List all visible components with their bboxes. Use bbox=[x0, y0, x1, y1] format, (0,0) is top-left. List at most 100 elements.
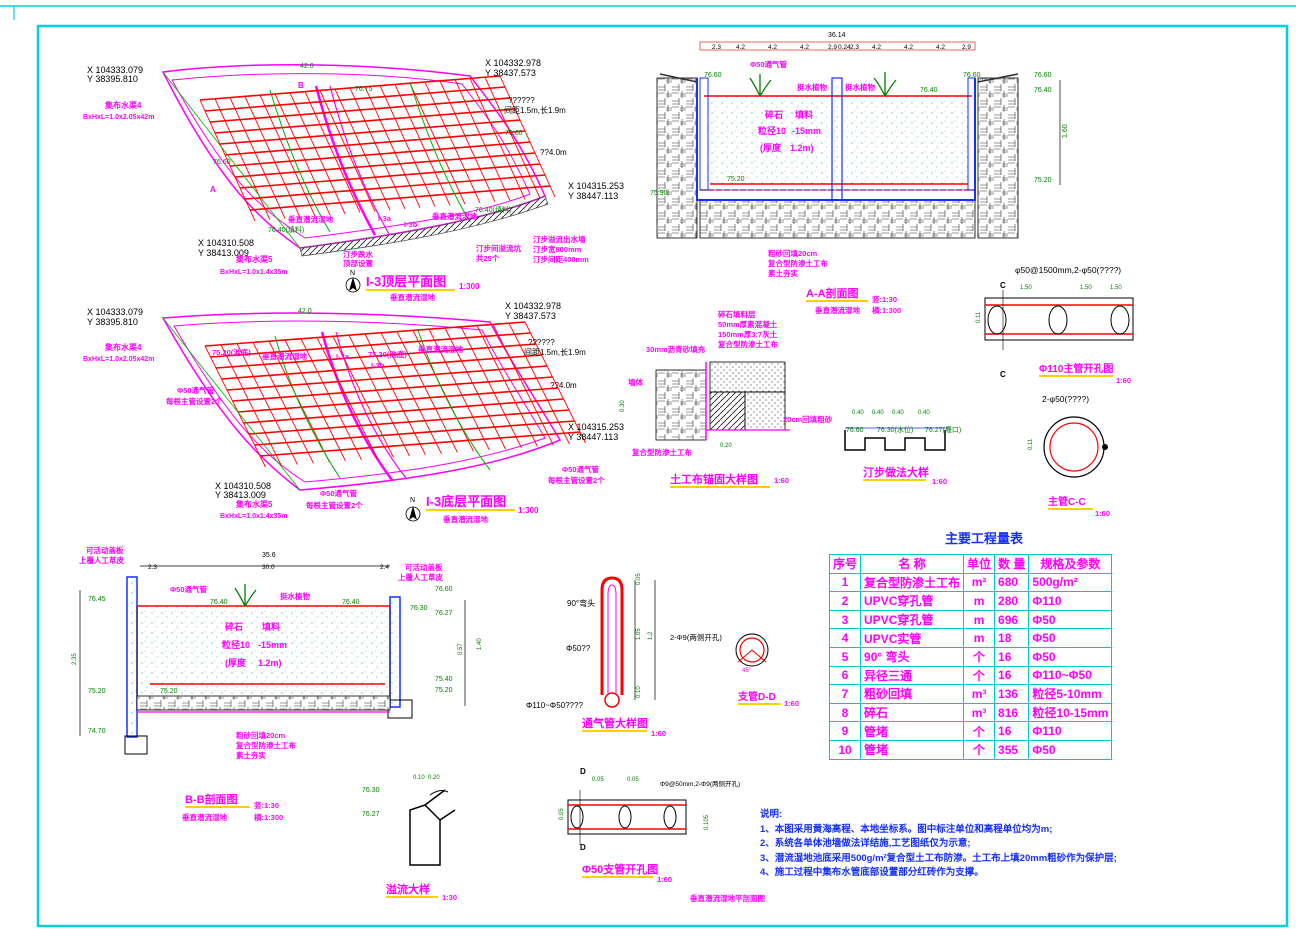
bb-lvl-e: 76.27 bbox=[435, 610, 453, 617]
step-lvl-c: 76.27(堰口) bbox=[925, 425, 961, 434]
vent-d1: 0.05 bbox=[636, 573, 642, 585]
pb-coord-tl-y: Y 38395.810 bbox=[87, 317, 138, 327]
dd-scale: 1:60 bbox=[784, 699, 799, 708]
aa-lvl-g: 75.20 bbox=[1034, 177, 1052, 184]
pb-north-arrow-icon bbox=[409, 506, 417, 520]
mp-dim: 1.50 bbox=[1110, 285, 1122, 291]
table-cell: 8 bbox=[828, 702, 862, 723]
bb-cover-r-b: 上覆人工草皮 bbox=[398, 572, 443, 582]
branch-pipe bbox=[332, 336, 394, 458]
cc-dim: 0.11 bbox=[1028, 438, 1034, 450]
branch-pipe bbox=[396, 331, 458, 453]
branch-pipe bbox=[349, 87, 406, 210]
pb-title: I-3底层平面图 bbox=[426, 494, 506, 509]
pt-scale: 1:300 bbox=[459, 282, 480, 291]
pt-cell-a: I-3a bbox=[378, 214, 392, 223]
dd-note: 2-Φ9(两侧开孔) bbox=[670, 632, 722, 642]
branch-pipe bbox=[204, 345, 266, 468]
pb-vent-c2: 每根主管设置2个 bbox=[548, 475, 605, 485]
pb-vent-b2: 每根主管设置2个 bbox=[306, 500, 363, 510]
table-header-cell: 单位 bbox=[963, 554, 996, 574]
cc-note: 2-φ50(????) bbox=[1042, 394, 1089, 404]
pt-spacing-c: ??4.0m bbox=[540, 148, 567, 157]
aa-dim: 4.2 bbox=[800, 44, 809, 51]
notes-heading: 说明: bbox=[760, 809, 783, 820]
vent-scale: 1:60 bbox=[651, 729, 666, 738]
bb-fill-d: -15mm bbox=[258, 640, 287, 650]
table-cell: 16 bbox=[994, 665, 1030, 686]
aa-fill-c: 粒径10 bbox=[758, 125, 786, 136]
branch-pipe bbox=[289, 92, 346, 214]
step-dim: 0.40 bbox=[918, 410, 930, 416]
pt-outflow-c: 汀步间距400mm bbox=[533, 254, 589, 264]
aa-scale-h: 横:1:300 bbox=[872, 305, 901, 315]
pt-wetland-b: 垂直潜流湿地 bbox=[432, 211, 477, 221]
ovf-d1: 0.10 bbox=[413, 775, 425, 781]
bb-fill-f: 1.2m) bbox=[258, 658, 282, 668]
branch-pipe bbox=[304, 91, 361, 213]
branch-pipe bbox=[524, 321, 586, 444]
vent-d3: 1.2 bbox=[648, 631, 654, 640]
table-header-cell: 数 量 bbox=[994, 554, 1030, 574]
branch-pipe bbox=[409, 83, 466, 205]
pt-coord-tl-x: X 104333.079 bbox=[87, 65, 143, 75]
bp-d-top: D bbox=[580, 767, 586, 776]
pt-stepping-b: 顶部设置 bbox=[343, 258, 373, 268]
table-cell: 个 bbox=[963, 665, 996, 686]
geo-sand: 20cm回填粗砂 bbox=[783, 414, 833, 424]
step-dim: 0.40 bbox=[892, 410, 904, 416]
branch-pipe bbox=[199, 99, 256, 222]
pt-ditch5: 集布水渠5 bbox=[235, 254, 273, 264]
branch-pipe bbox=[268, 340, 330, 463]
bp-title: Φ50支管开孔图 bbox=[582, 862, 658, 876]
bp-d2: 0.05 bbox=[627, 777, 639, 783]
pb-wetland-b: 垂直潜流湿地 bbox=[418, 344, 463, 354]
pt-coord-bl-y: Y 38413.009 bbox=[198, 248, 249, 258]
bb-dim: 2.3 bbox=[148, 564, 157, 571]
aa-dim: 2.9 bbox=[828, 44, 837, 51]
bb-title: B-B剖面图 bbox=[185, 792, 238, 806]
branch-pipe bbox=[484, 77, 541, 199]
vent-pipe-detail bbox=[600, 576, 656, 708]
pb-level-a: 75.20(池底) bbox=[212, 347, 251, 357]
pb-north: N bbox=[410, 497, 415, 504]
bp-d1: 0.05 bbox=[592, 777, 604, 783]
bp-h2: 0.105 bbox=[704, 814, 710, 830]
mp-note: φ50@1500mm,2-φ50(????) bbox=[1015, 265, 1121, 275]
pb-coord-br-x: X 104315.253 bbox=[568, 422, 624, 432]
pt-ditch4-size: BxHxL=1.0x2.05x42m bbox=[83, 114, 154, 121]
table-cell: 个 bbox=[963, 721, 996, 741]
aa-subtitle: 垂直潜流湿地 bbox=[815, 305, 860, 315]
branch-pipe bbox=[348, 334, 410, 457]
bb-lvl-i: 74.70 bbox=[88, 728, 106, 735]
pt-wetland-a: 垂直潜流湿地 bbox=[288, 214, 333, 224]
table-cell: UPVC穿孔管 bbox=[860, 591, 965, 611]
table-cell: 2 bbox=[828, 591, 862, 611]
bb-layer-b: 复合型防渗土工布 bbox=[235, 740, 296, 750]
aa-vent: Φ50通气管 bbox=[750, 59, 787, 69]
aa-dim: 4.2 bbox=[904, 44, 913, 51]
pb-vent-a: Φ50通气管 bbox=[177, 385, 214, 395]
bp-note: Φ9@50mm,2-Φ9(两侧开孔) bbox=[660, 779, 740, 788]
aa-fill-d: -15mm bbox=[792, 126, 821, 136]
vent-d4: 0.10 bbox=[636, 686, 642, 698]
aa-fill-a: 碎石 bbox=[765, 109, 783, 120]
table-cell: 16 bbox=[994, 646, 1030, 667]
table-cell: 粗砂回填 bbox=[860, 684, 965, 704]
table-cell: UPVC实管 bbox=[860, 628, 965, 648]
branch-pipe bbox=[424, 81, 481, 204]
pt-ditch4: 集布水渠4 bbox=[104, 100, 142, 110]
dd-angle: 45° bbox=[742, 668, 752, 674]
pt-stepping-a: 汀步跌水 bbox=[343, 249, 373, 259]
ovf-d2: 0.20 bbox=[428, 775, 440, 781]
geo-dim-b: 0.20 bbox=[720, 443, 732, 449]
vent-tee: Φ110~Φ50???? bbox=[526, 701, 583, 710]
note-item: 1、本图采用黄海高程、本地坐标系。图中标注单位和高程单位均为m; bbox=[760, 823, 1053, 835]
main-pipe-perforation bbox=[984, 290, 1134, 350]
pt-level-mid: 76.60 bbox=[505, 130, 523, 137]
